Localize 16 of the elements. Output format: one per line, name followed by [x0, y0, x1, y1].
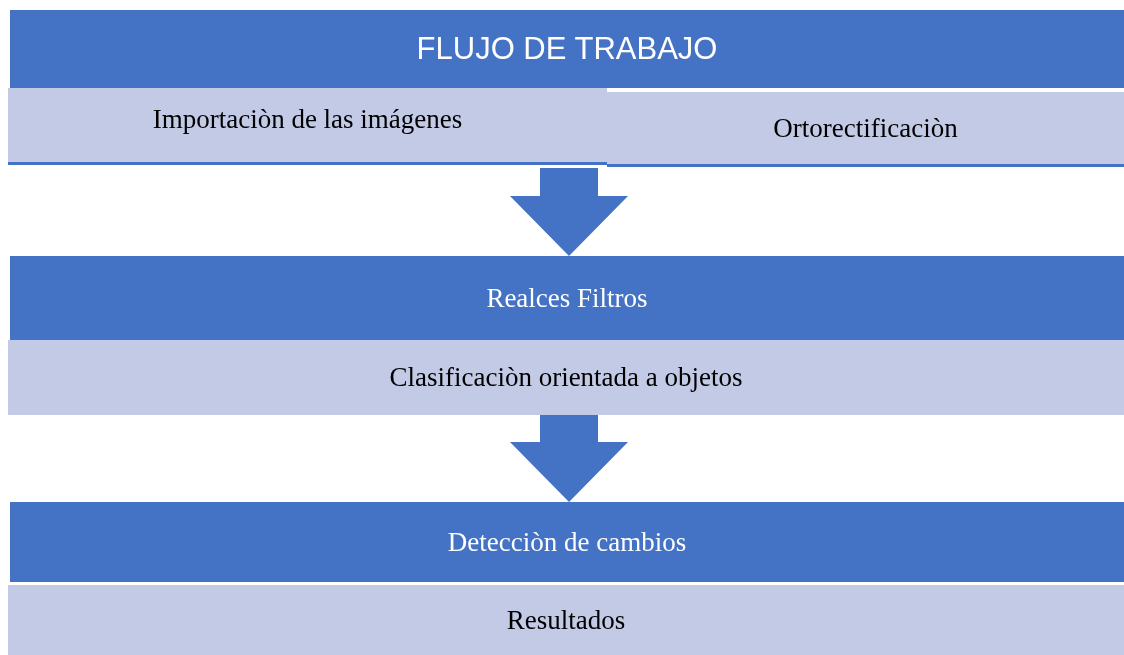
- block-arrow: [510, 168, 628, 256]
- stage-band: [10, 502, 1124, 582]
- step-box: [8, 585, 1124, 655]
- step-label: Detecciòn de cambios: [447, 526, 687, 558]
- step-label: Resultados: [506, 604, 626, 636]
- header-band: [10, 10, 1124, 88]
- step-label: Realces Filtros: [486, 282, 648, 314]
- block-arrow: [510, 415, 628, 502]
- step-box: [607, 92, 1124, 167]
- step-label: Ortorectificaciòn: [773, 112, 958, 144]
- stage-band: [10, 256, 1124, 340]
- step-box: [8, 88, 607, 165]
- step-box: [8, 340, 1124, 415]
- step-label: Clasificaciòn orientada a objetos: [389, 362, 743, 393]
- step-label: FLUJO DE TRABAJO: [416, 31, 718, 67]
- step-label: Importaciòn de las imágenes: [152, 103, 463, 135]
